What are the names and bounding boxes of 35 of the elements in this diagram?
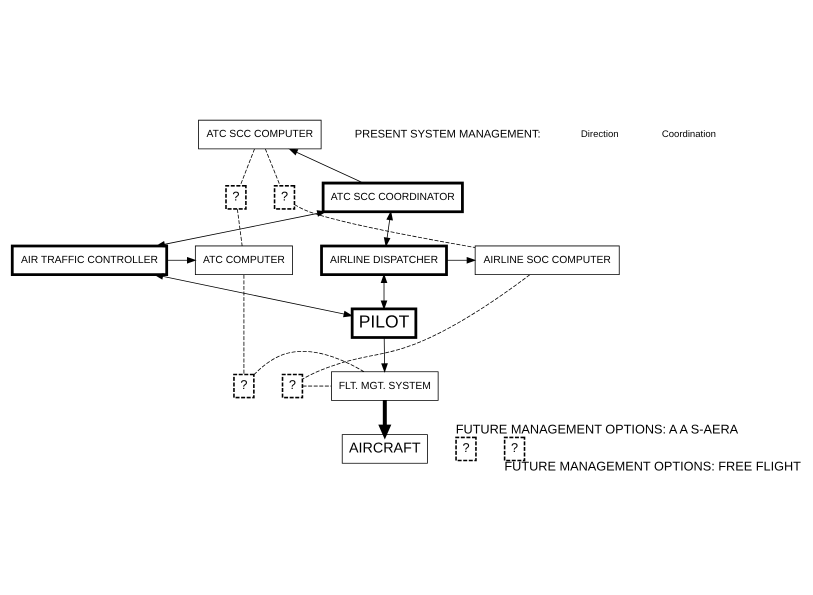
node-box: AIRLINE DISPATCHER [320,244,448,276]
node-label: FUTURE MANAGEMENT OPTIONS: A A S-AERA [456,421,738,436]
node-box: ? [233,374,255,398]
connector [294,204,476,248]
label: PRESENT SYSTEM MANAGEMENT: [354,128,541,140]
node-box: ? [455,436,477,462]
node-box: ATC COMPUTER [194,246,293,276]
connector [240,148,255,186]
node-box: FLT. MGT. SYSTEM [331,371,439,401]
arrow [288,148,364,184]
node-box: PILOT [350,307,418,339]
connector [264,148,280,186]
arrow [155,210,327,248]
node-box: ? [225,185,247,210]
node-box: ATC SCC COMPUTER [198,120,322,150]
label: Direction [580,128,619,140]
node-box: ATC SCC COORDINATOR [322,182,464,214]
node-box: ? [504,436,526,462]
node-box: AIRCRAFT [342,434,428,464]
connector [254,351,364,376]
node-box: ? [274,185,296,210]
arrow [446,256,476,264]
arrow [384,210,393,248]
arrow [154,273,354,318]
connector [302,274,530,380]
arrow [166,256,197,264]
arrow [380,273,388,310]
node-box: AIR TRAFFIC CONTROLLER [10,244,168,276]
arrow [381,337,388,373]
connector [236,208,243,246]
node-box: AIRLINE SOC COMPUTER [474,246,620,276]
label: Coordination [662,128,716,140]
arrow [378,400,392,440]
node-label: FUTURE MANAGEMENT OPTIONS: FREE FLIGHT [504,458,801,474]
node-box: ? [282,374,304,398]
